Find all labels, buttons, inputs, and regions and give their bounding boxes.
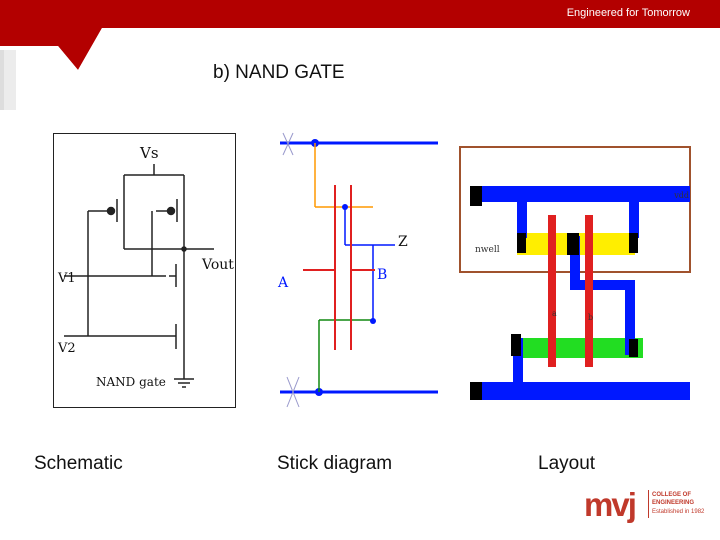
layout-vdd-label: vdd	[673, 191, 689, 200]
layout-label-b: b	[588, 313, 593, 322]
logo-divider	[648, 490, 649, 518]
schematic-output-label: Vout	[201, 257, 234, 273]
logo-mark: mvj	[584, 486, 637, 523]
caption-stick-diagram: Stick diagram	[277, 453, 393, 474]
caption-schematic: Schematic	[34, 453, 123, 474]
college-logo: mvj COLLEGE OF ENGINEERING Established i…	[584, 486, 704, 526]
schematic-caption-label: NAND gate	[96, 375, 166, 389]
header-tagline: Engineered for Tomorrow	[566, 7, 690, 19]
stick-label-a: A	[277, 275, 289, 291]
logo-line-3: Established in 1982	[652, 509, 705, 515]
layout-nwell-label: nwell	[475, 245, 500, 255]
schematic-input1-label: V1	[57, 271, 76, 286]
stick-label-z: Z	[398, 234, 408, 250]
schematic-diagram: Vs Vout V1 V2 NAND gate	[53, 133, 236, 408]
schematic-input2-label: V2	[57, 341, 76, 356]
logo-line-2: ENGINEERING	[652, 500, 695, 506]
layout-label-a: a	[552, 309, 557, 318]
layout-diagram: vdd nwell a b	[455, 140, 695, 410]
slide-title: b) NAND GATE	[213, 62, 345, 83]
header-banner	[0, 0, 720, 110]
caption-layout: Layout	[538, 453, 596, 474]
stick-label-b: B	[377, 267, 387, 283]
logo-line-1: COLLEGE OF	[652, 492, 691, 498]
stick-diagram: A B Z	[275, 125, 445, 410]
schematic-supply-label: Vs	[139, 144, 159, 162]
